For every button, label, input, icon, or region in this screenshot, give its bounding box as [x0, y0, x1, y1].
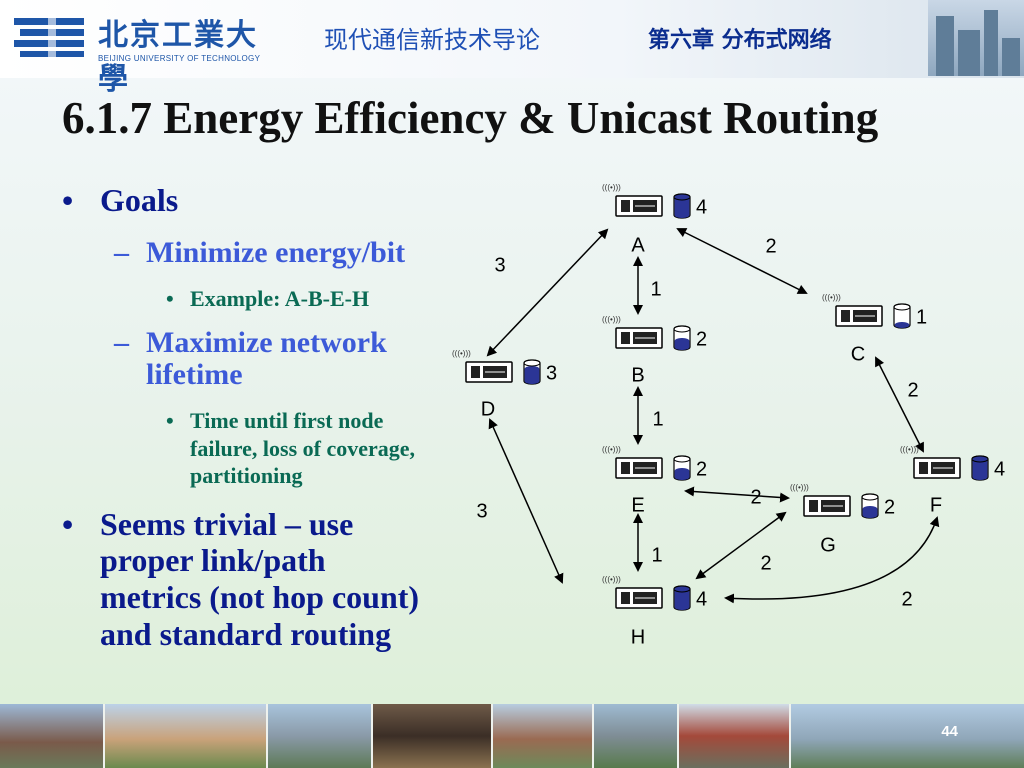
- node-id-label: E: [631, 494, 644, 516]
- bullet-minimize-energy: Minimize energy/bit: [146, 236, 406, 269]
- edge-cost-label: 1: [651, 544, 662, 566]
- campus-photo: [372, 704, 494, 768]
- node-id-label: H: [631, 626, 645, 648]
- node-energy-label: 3: [546, 362, 557, 384]
- battery-icon: [673, 585, 691, 611]
- campus-photo: [104, 704, 269, 768]
- edge-cost-label: 3: [494, 254, 505, 276]
- edge-A-D: [486, 228, 609, 357]
- battery-icon: [673, 193, 691, 219]
- node-F: (((•))) 4F: [900, 445, 1005, 516]
- page-number: 44: [941, 723, 958, 740]
- edge-cost-label: 2: [750, 486, 761, 508]
- header-banner: 北京工業大學 BEIJING UNIVERSITY OF TECHNOLOGY …: [0, 0, 1024, 97]
- edge-cost-label: 2: [760, 552, 771, 574]
- university-logo: 北京工業大學 BEIJING UNIVERSITY OF TECHNOLOGY: [14, 10, 272, 97]
- battery-icon: [971, 455, 989, 481]
- edge-cost-label: 2: [907, 379, 918, 401]
- logo-emblem-icon: [14, 14, 84, 60]
- antenna-icon: (((•))): [602, 183, 621, 192]
- battery-icon: [523, 359, 541, 385]
- campus-photo: [0, 704, 105, 768]
- bullet-time-line2: failure, loss of coverage,: [190, 436, 416, 461]
- campus-photo: [678, 704, 792, 768]
- edge-cost-label: 1: [650, 278, 661, 300]
- battery-icon: [673, 325, 691, 351]
- bullet-seems-line3: metrics (not hop count): [100, 579, 420, 615]
- node-id-label: B: [631, 364, 644, 386]
- node-energy-label: 2: [884, 496, 895, 518]
- bullet-marker: •: [62, 182, 74, 218]
- bullet-seems-line4: and standard routing: [100, 616, 392, 652]
- bullet-time-line3: partitioning: [190, 463, 303, 488]
- bullet-seems-line2: proper link/path: [100, 542, 326, 578]
- node-energy-label: 2: [696, 328, 707, 350]
- bullet-time-line1: Time until first node: [190, 408, 384, 433]
- edge-F-H: [724, 516, 940, 604]
- edge-A-C: [676, 228, 808, 294]
- node-energy-label: 4: [994, 458, 1005, 480]
- node-energy-label: 1: [916, 306, 927, 328]
- header-building-photo: [928, 0, 1024, 76]
- node-id-label: C: [851, 343, 865, 365]
- antenna-icon: (((•))): [900, 445, 919, 454]
- antenna-icon: (((•))): [790, 483, 809, 492]
- node-G: (((•))) 2G: [790, 483, 895, 556]
- battery-icon: [673, 455, 691, 481]
- antenna-icon: (((•))): [602, 575, 621, 584]
- dash-marker: –: [114, 326, 129, 359]
- node-energy-label: 2: [696, 458, 707, 480]
- antenna-icon: (((•))): [602, 315, 621, 324]
- chapter-title: 第六章 分布式网络: [648, 28, 832, 53]
- dash-marker: –: [114, 236, 129, 269]
- node-B: (((•))) 2B: [602, 315, 707, 386]
- sub-bullet-marker: •: [166, 408, 174, 433]
- edge-cost-label: 1: [652, 408, 663, 430]
- edge-cost-label: 2: [901, 588, 912, 610]
- logo-chinese-text: 北京工業大學: [98, 18, 258, 97]
- bullet-maximize-line1: Maximize network: [146, 326, 387, 359]
- node-A: (((•))) 4A: [602, 183, 707, 256]
- battery-icon: [893, 303, 911, 329]
- campus-photo: [268, 704, 373, 768]
- bullet-maximize-line2: lifetime: [146, 358, 243, 391]
- node-C: (((•))) 1C: [822, 293, 927, 365]
- campus-photo: [593, 704, 679, 768]
- bullet-example: Example: A-B-E-H: [190, 286, 370, 311]
- edge-G-H: [695, 511, 787, 580]
- node-id-label: A: [631, 234, 645, 256]
- node-id-label: F: [930, 494, 942, 516]
- node-energy-label: 4: [696, 196, 707, 218]
- campus-photo: [493, 704, 594, 768]
- edge-D-H: [488, 418, 564, 584]
- antenna-icon: (((•))): [452, 349, 471, 358]
- bullet-seems-line1: Seems trivial – use: [100, 506, 354, 542]
- antenna-icon: (((•))): [602, 445, 621, 454]
- node-id-label: G: [820, 534, 836, 556]
- battery-icon: [861, 493, 879, 519]
- node-energy-label: 4: [696, 588, 707, 610]
- node-id-label: D: [481, 398, 495, 420]
- course-title: 现代通信新技术导论: [324, 26, 540, 54]
- campus-photo: [791, 704, 1024, 768]
- logo-english-text: BEIJING UNIVERSITY OF TECHNOLOGY: [98, 54, 261, 63]
- edge-C-F: [875, 356, 924, 453]
- node-E: (((•))) 2E: [602, 445, 707, 516]
- footer-photo-strip: [0, 704, 1024, 768]
- edge-cost-label: 3: [476, 500, 487, 522]
- edge-E-G: [684, 486, 790, 503]
- edge-cost-label: 2: [765, 235, 776, 257]
- bullet-goals: Goals: [100, 182, 179, 218]
- node-D: (((•))) 3D: [452, 349, 557, 420]
- node-H: (((•))) 4H: [602, 575, 707, 648]
- sub-bullet-marker: •: [166, 286, 174, 311]
- slide-title: 6.1.7 Energy Efficiency & Unicast Routin…: [62, 93, 879, 143]
- antenna-icon: (((•))): [822, 293, 841, 302]
- bullet-marker: •: [62, 506, 74, 542]
